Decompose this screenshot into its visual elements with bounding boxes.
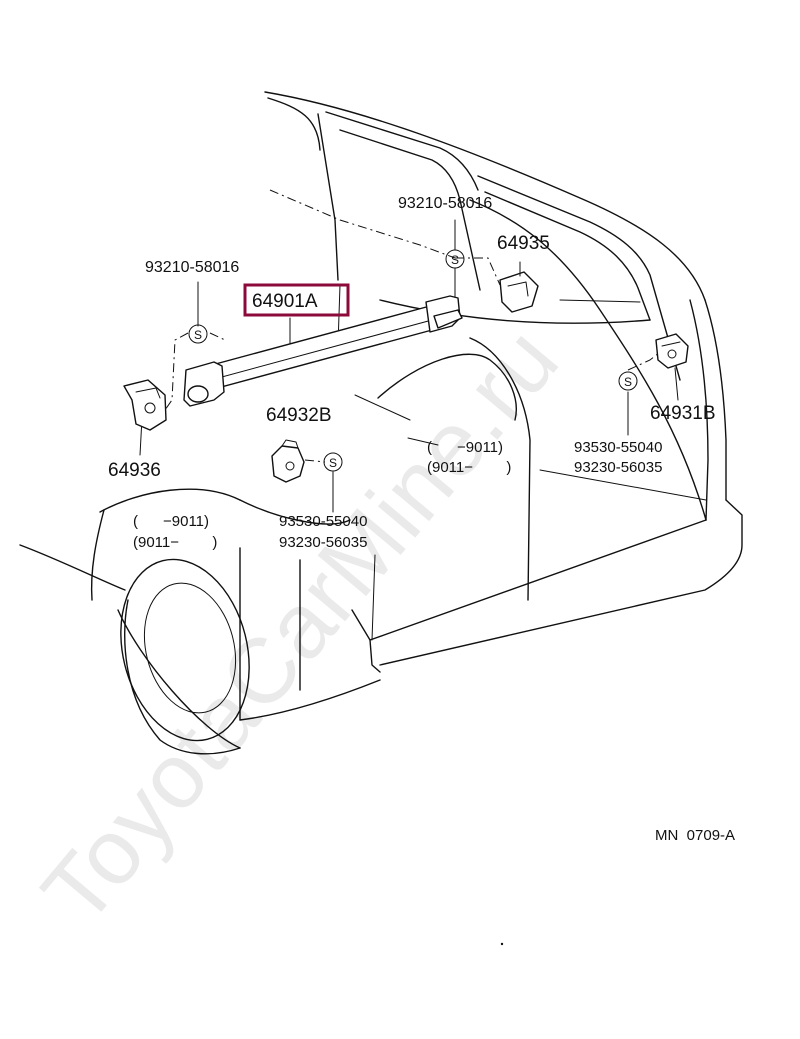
s-symbol-left: S <box>188 324 208 344</box>
label-bracket-right[interactable]: 64931B <box>650 403 716 424</box>
bracket-right-top <box>499 261 539 313</box>
bracket-mid <box>271 439 305 483</box>
bracket-left <box>123 379 167 431</box>
label-bracket-left[interactable]: 64936 <box>108 460 161 481</box>
s-symbol-mid: S <box>323 452 343 472</box>
watermark: ToyotaCarMine.ru <box>23 309 578 943</box>
range-lower-code2[interactable]: 93230-56035 <box>279 534 367 551</box>
range-right-row1: ( −9011) <box>427 439 503 456</box>
svg-text:S: S <box>329 456 337 470</box>
rear-wheel <box>120 558 250 755</box>
tonneau-cover-rod <box>183 295 463 407</box>
main-part-highlight <box>243 283 350 317</box>
svg-text:S: S <box>194 328 202 342</box>
label-bolt-top[interactable]: 93210-58016 <box>398 195 492 212</box>
range-block-lower: ( −9011) (9011− ) 93530-55040 93230-5603… <box>133 513 367 551</box>
range-right-row2: (9011− ) <box>427 459 511 476</box>
range-right-code1[interactable]: 93530-55040 <box>574 439 662 456</box>
bottom-dot <box>500 942 504 946</box>
svg-text:S: S <box>624 375 632 389</box>
footer-code: MN 0709-A <box>655 827 735 844</box>
range-lower-code1[interactable]: 93530-55040 <box>279 513 367 530</box>
range-right-code2[interactable]: 93230-56035 <box>574 459 662 476</box>
label-bolt-left[interactable]: 93210-58016 <box>145 259 239 276</box>
range-block-right: ( −9011) (9011− ) 93530-55040 93230-5603… <box>427 439 662 476</box>
vehicle-outline <box>19 91 743 749</box>
s-symbol-right: S <box>618 371 638 391</box>
range-lower-row1: ( −9011) <box>133 513 209 530</box>
bracket-right <box>655 333 689 369</box>
label-main-part[interactable]: 64901A <box>252 291 318 312</box>
label-bracket-mid[interactable]: 64932B <box>266 405 332 426</box>
label-bracket-right-top[interactable]: 64935 <box>497 233 550 254</box>
svg-text:S: S <box>451 253 459 267</box>
s-symbol-top: S <box>445 249 465 269</box>
range-lower-row2: (9011− ) <box>133 534 217 551</box>
